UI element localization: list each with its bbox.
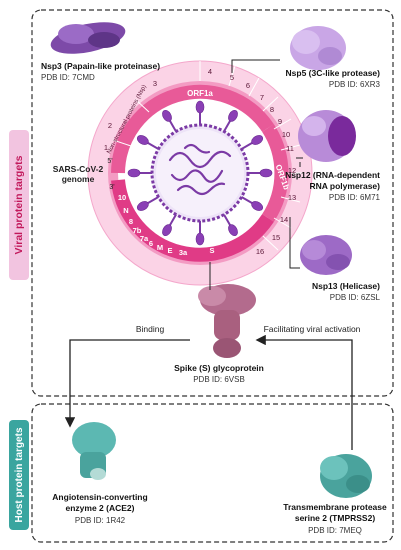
virus-spike-head [251,201,264,211]
virus-spike-stem [241,141,255,150]
gene-label-N: N [123,206,128,215]
virus-spike-stem [168,118,177,132]
nsp5-name: Nsp5 (3C-like protease) [286,68,381,78]
virus-spike-head [251,135,264,145]
nsp-label-6: 6 [246,81,250,90]
nsp12-name-line2: RNA polymerase) [309,181,380,191]
nsp3-structure-icon [50,22,126,54]
gene-label-3a: 3a [179,248,188,257]
nsp13-structure-icon [300,235,352,275]
activation-arrow [255,334,353,450]
nsp-label-4: 4 [208,67,212,76]
spike-name: Spike (S) glycoprotein [174,363,264,373]
virus-spike-head [162,109,172,122]
nsp-label-2: 2 [108,121,112,130]
binding-arrow [64,339,190,428]
ace2-structure-icon [72,422,116,480]
virus-spike-head [136,135,149,145]
nsp-label-3: 3 [153,79,157,88]
genome-name-line2: genome [62,174,95,184]
nsp-label-11: 11 [286,144,294,153]
virus-spike-head [127,168,141,178]
orf1a-label: ORF1a [187,89,213,98]
host-section-box [31,403,394,543]
host-section-tab: Host protein targets [9,420,29,530]
nsp-label-16: 16 [256,247,264,256]
nsp12-name-line1: Nsp12 (RNA-dependent [285,170,380,180]
connector-lines [209,59,303,290]
binding-label: Binding [136,324,165,334]
tmprss2-name-line1: Transmembrane protease [283,502,387,512]
gene-label-M: M [157,243,163,252]
gene-label-6: 6 [149,239,153,248]
three-prime-label: 3' [109,184,114,191]
viral-section-label: Viral protein targets [13,155,25,254]
virus-spike-head [228,109,238,122]
nsp-label-15: 15 [272,233,280,242]
gene-label-S: S [209,246,214,255]
structural-gene-labels: 10 N 8 7b 7a 6 M E 3a S [118,193,215,257]
nsp13-name: Nsp13 (Helicase) [312,281,380,291]
viral-section-tab: Viral protein targets [9,130,29,280]
host-section-label: Host protein targets [14,427,25,522]
nsp-label-5: 5 [230,73,234,82]
nsp-segment-labels: 1 2 3 4 5 6 7 8 9 10 11 12 13 14 15 16 [104,67,296,256]
virus-spike-stem [241,196,255,205]
virus-spike-head [195,232,205,246]
virus-spike-stem [145,196,159,205]
activation-label: Facilitating viral activation [264,324,361,334]
nsp5-pdb: PDB ID: 6XR3 [329,80,381,89]
virus-spike-head [259,168,273,178]
virus-spike-head [162,224,172,237]
nsp-label-12: 12 [288,166,296,175]
nsp-label-13: 13 [288,193,296,202]
nsp-label-14: 14 [280,215,288,224]
virus-spike-head [136,201,149,211]
tmprss2-name-line2: serine 2 (TMPRSS2) [295,513,375,523]
nsp5-structure-icon [290,26,346,70]
tmprss2-structure-icon [320,454,372,498]
virus-spike-stem [223,214,232,228]
nsp-label-8: 8 [270,105,274,114]
nsp-label-10: 10 [282,130,290,139]
five-prime-label: 5' [107,158,112,165]
nsp-label-7: 7 [260,93,264,102]
viral-section-box [31,9,394,397]
ace2-name-line2: enzyme 2 (ACE2) [66,503,135,513]
nsp12-structure-icon [298,110,356,162]
spike-pdb: PDB ID: 6VSB [193,375,245,384]
gene-label-7a: 7a [140,234,149,243]
gene-label-E: E [167,246,172,255]
nsp3-pdb: PDB ID: 7CMD [41,73,95,82]
virus-spike-head [195,100,205,114]
ace2-name-line1: Angiotensin-converting [52,492,147,502]
nsp3-name: Nsp3 (Papain-like proteinase) [41,61,160,71]
virus-spike-stem [145,141,159,150]
virus-spike-stem [168,214,177,228]
gene-label-8: 8 [129,217,133,226]
nsp12-pdb: PDB ID: 6M71 [329,193,381,202]
virus-spike-stem [223,118,232,132]
nsp13-pdb: PDB ID: 6ZSL [330,293,381,302]
virus-particle-icon [127,100,273,246]
tmprss2-pdb: PDB ID: 7MEQ [308,526,362,535]
ace2-pdb: PDB ID: 1R42 [75,516,126,525]
spike-structure-icon [198,284,256,358]
gene-label-10: 10 [118,193,126,202]
genome-name-line1: SARS-CoV-2 [53,164,104,174]
nsp-label-9: 9 [278,117,282,126]
nsp-label-1: 1 [104,143,108,152]
virus-spike-head [228,224,238,237]
gene-label-7b: 7b [133,226,142,235]
